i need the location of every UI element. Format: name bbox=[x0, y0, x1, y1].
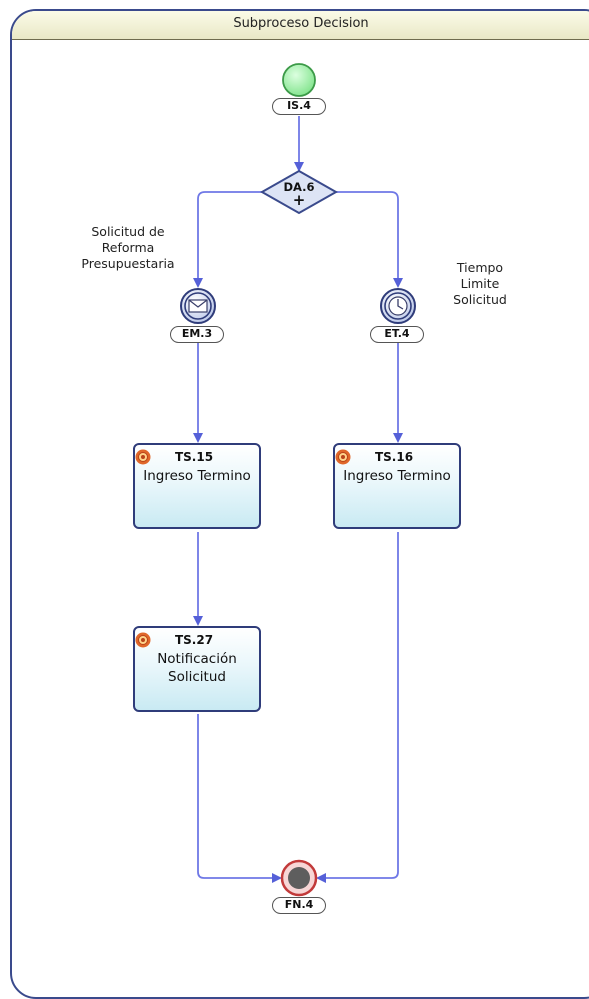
flow-label-line: Presupuestaria bbox=[81, 256, 175, 271]
envelope-icon bbox=[188, 299, 208, 313]
pool-header[interactable]: Subproceso Decision bbox=[12, 11, 589, 40]
task-name-line: Solicitud bbox=[168, 669, 226, 685]
task-ts16[interactable]: TS.16 Ingreso Termino bbox=[333, 443, 461, 529]
flow-label-line: Tiempo bbox=[456, 260, 504, 275]
flow-label-line: Limite bbox=[460, 276, 500, 291]
task-ts15[interactable]: TS.15 Ingreso Termino bbox=[133, 443, 261, 529]
parallel-gateway-diamond bbox=[259, 169, 339, 215]
diagram-svg bbox=[180, 63, 416, 897]
start-event-circle bbox=[282, 63, 316, 97]
service-gear-icon bbox=[335, 449, 351, 465]
end-event-label[interactable]: FN.4 bbox=[272, 897, 326, 914]
task-name: Ingreso Termino bbox=[343, 468, 451, 484]
task-id: TS.16 bbox=[374, 450, 414, 464]
flow-gateway-to-timer bbox=[335, 191, 403, 288]
flow-label-tiempo-limite[interactable]: Tiempo Limite Solicitud bbox=[440, 260, 520, 308]
timer-event-label[interactable]: ET.4 bbox=[370, 326, 424, 343]
task-name: Notificación Solicitud bbox=[139, 650, 255, 686]
flow-label-line: Reforma bbox=[101, 240, 155, 255]
flow-gateway-to-message bbox=[193, 191, 264, 288]
clock-icon bbox=[388, 296, 408, 316]
task-name: Ingreso Termino bbox=[143, 468, 251, 484]
message-event-label[interactable]: EM.3 bbox=[170, 326, 224, 343]
service-gear-icon bbox=[135, 632, 151, 648]
gateway-plus-icon: + bbox=[292, 191, 306, 209]
gateway-label[interactable]: DA.6 + bbox=[274, 180, 324, 209]
start-event-label[interactable]: IS.4 bbox=[272, 98, 326, 115]
flow-label-line: Solicitud bbox=[453, 292, 507, 307]
timer-event-shape bbox=[380, 288, 416, 324]
flow-label-line: Solicitud de bbox=[91, 224, 165, 239]
flow-ts16-to-end bbox=[316, 532, 399, 883]
pool-title: Subproceso Decision bbox=[233, 16, 369, 31]
gateway-id: DA.6 bbox=[283, 180, 315, 194]
task-ts27[interactable]: TS.27 Notificación Solicitud bbox=[133, 626, 261, 712]
service-gear-icon bbox=[135, 449, 151, 465]
task-id: TS.27 bbox=[174, 633, 214, 647]
end-event-shape bbox=[280, 859, 318, 897]
process-canvas: Subproceso Decision bbox=[10, 9, 589, 999]
flow-ts27-to-end bbox=[197, 714, 282, 883]
task-id: TS.15 bbox=[174, 450, 214, 464]
message-event-shape bbox=[180, 288, 216, 324]
task-name-line: Notificación bbox=[157, 651, 237, 667]
flow-label-solicitud-reforma[interactable]: Solicitud de Reforma Presupuestaria bbox=[70, 224, 186, 272]
